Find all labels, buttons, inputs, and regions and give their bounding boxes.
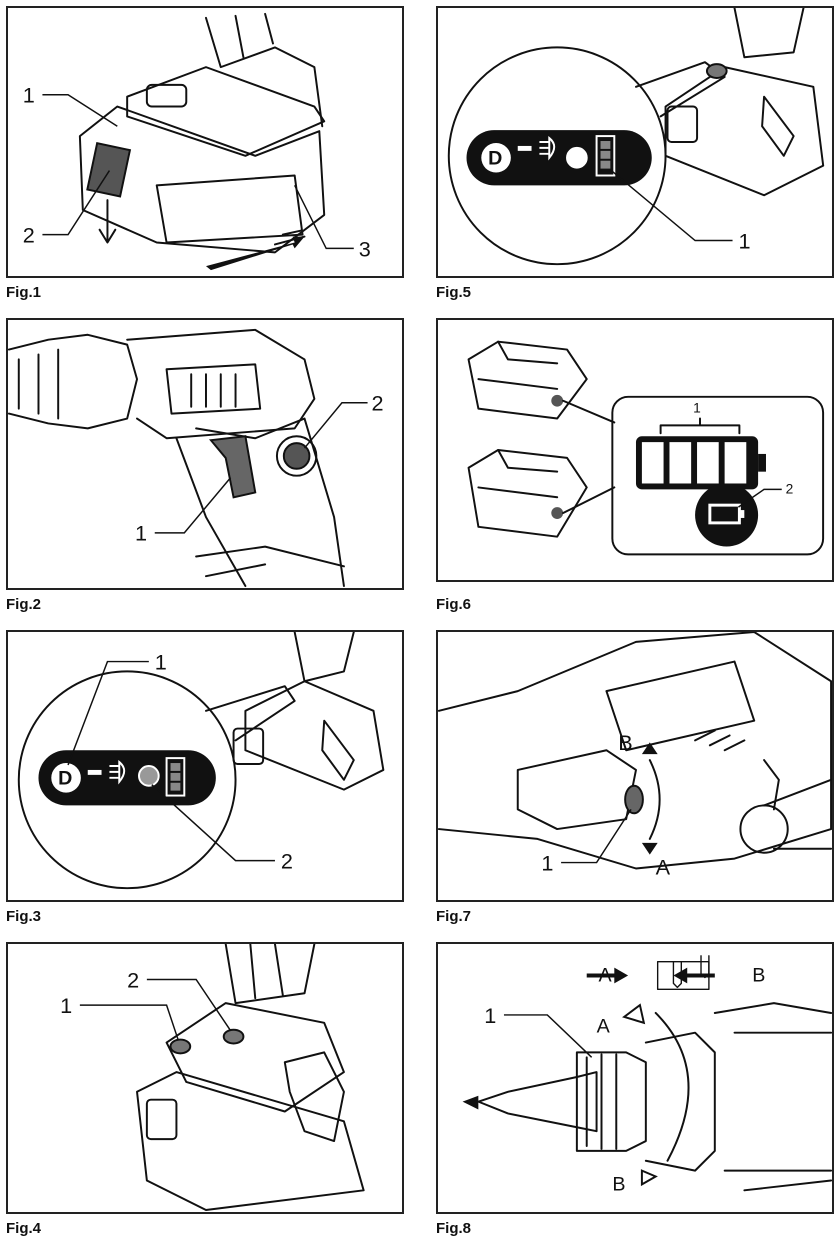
light-icon <box>109 760 126 785</box>
figure-panel-4: 1 2 <box>6 942 404 1214</box>
figure-label: Fig.7 <box>436 908 472 925</box>
figure-panel-8: A B A B 1 <box>436 942 834 1214</box>
callout-1: 1 <box>60 993 72 1018</box>
figure-label: Fig.6 <box>436 596 472 613</box>
direction-label-B: B <box>752 964 765 986</box>
figure-label: Fig.3 <box>6 908 42 925</box>
figure-panel-2: 2 1 <box>6 318 404 590</box>
figure-label: Fig.2 <box>6 596 42 613</box>
direction-label-B: B <box>618 730 632 755</box>
direction-label-A: A <box>656 854 671 879</box>
direction-label-A: A <box>599 964 613 986</box>
figure-panel-7: B A 1 <box>436 630 834 902</box>
reversing-switch-illustration: B A 1 <box>438 632 832 879</box>
battery-buttons-illustration: 1 2 <box>60 944 365 1212</box>
figure-panel-5: D 1 <box>436 6 834 278</box>
light-icon <box>539 136 556 161</box>
figure-label: Fig.8 <box>436 1220 472 1237</box>
callout-2: 2 <box>786 481 794 496</box>
callout-2: 2 <box>127 967 139 992</box>
battery-removal-illustration: 1 2 3 <box>23 12 371 271</box>
callout-1: 1 <box>23 83 35 108</box>
mode-D-icon: D <box>58 768 72 790</box>
battery-indicator-icon <box>165 757 186 797</box>
callout-1: 1 <box>693 401 701 416</box>
figure-panel-1: 1 2 3 <box>6 6 404 278</box>
battery-low-icon <box>708 503 741 525</box>
depth-locator-illustration: A B A B 1 <box>462 955 832 1195</box>
callout-3: 3 <box>359 236 371 261</box>
callout-1: 1 <box>155 649 167 674</box>
indicator-button-icon <box>566 146 588 169</box>
callout-1: 1 <box>135 521 147 546</box>
indicator-panel-illustration: D 1 2 <box>17 632 385 890</box>
indicator-closeup-illustration: D 1 <box>447 8 825 266</box>
figure-label: Fig.4 <box>6 1220 42 1237</box>
figure-panel-3: D 1 2 <box>6 630 404 902</box>
callout-1: 1 <box>484 1003 496 1028</box>
battery-indicator-icon <box>595 135 616 177</box>
indicator-button-icon <box>138 765 160 787</box>
battery-capacity-illustration: 1 2 <box>467 340 825 556</box>
callout-1: 1 <box>738 228 750 253</box>
direction-label-A: A <box>597 1016 611 1038</box>
direction-label-B: B <box>612 1173 625 1195</box>
callout-1: 1 <box>541 850 553 875</box>
callout-2: 2 <box>372 391 384 416</box>
callout-2: 2 <box>23 223 35 248</box>
figure-label: Fig.5 <box>436 284 472 301</box>
figure-panel-6: 1 2 <box>436 318 834 582</box>
callout-2: 2 <box>281 848 293 873</box>
figure-label: Fig.1 <box>6 284 42 301</box>
tool-handle-illustration: 2 1 <box>8 328 384 588</box>
mode-D-icon: D <box>488 148 502 170</box>
